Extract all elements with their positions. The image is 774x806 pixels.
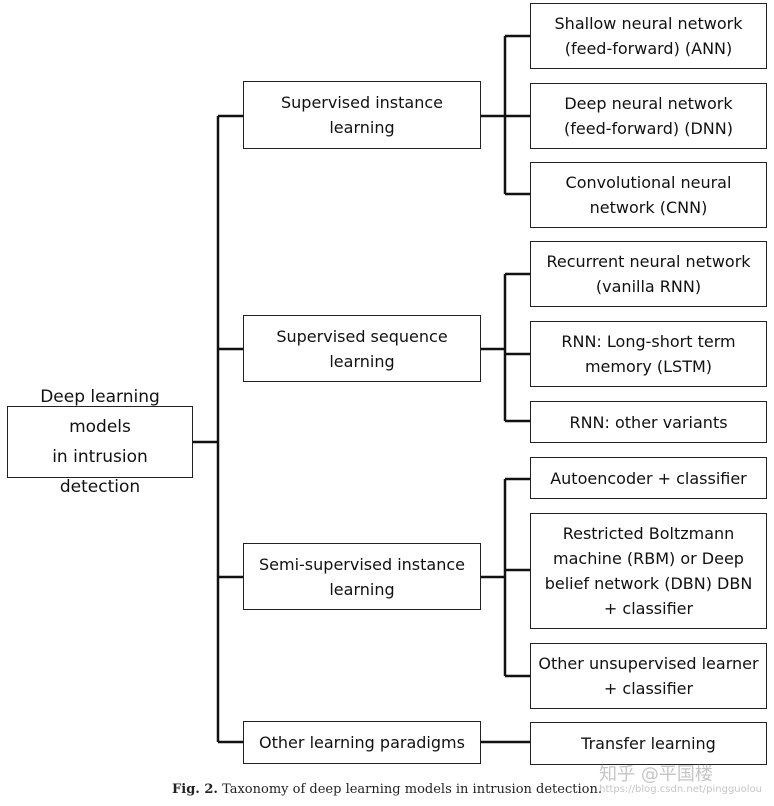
leaf-vanilla-rnn: Recurrent neural network (vanilla RNN) bbox=[530, 241, 767, 307]
leaf-label: + classifier bbox=[603, 679, 694, 698]
leaf-transfer-learning: Transfer learning bbox=[530, 722, 767, 765]
leaf-label: memory (LSTM) bbox=[584, 357, 713, 376]
root-line-1: Deep learning models bbox=[40, 387, 160, 437]
leaf-label: (vanilla RNN) bbox=[595, 277, 702, 296]
leaf-cnn: Convolutional neural network (CNN) bbox=[530, 162, 767, 228]
leaf-label: (feed-forward) (DNN) bbox=[564, 119, 733, 138]
leaf-label: + classifier bbox=[603, 599, 694, 618]
category-label: Supervised sequence bbox=[276, 326, 448, 346]
root-line-2: in intrusion detection bbox=[52, 447, 148, 497]
category-label: learning bbox=[329, 351, 395, 371]
category-other-paradigms: Other learning paradigms bbox=[243, 721, 481, 764]
category-label: learning bbox=[329, 118, 395, 137]
watermark: 知乎 @平国楼 https://blog.csdn.net/pingguolou bbox=[599, 760, 762, 795]
category-label: Supervised instance bbox=[281, 93, 443, 112]
leaf-rnn-variants: RNN: other variants bbox=[530, 401, 767, 443]
leaf-label: Autoencoder + classifier bbox=[550, 468, 747, 488]
watermark-url: https://blog.csdn.net/pingguolou bbox=[599, 784, 762, 795]
caption-text: Taxonomy of deep learning models in intr… bbox=[222, 782, 602, 797]
category-supervised-instance: Supervised instance learning bbox=[243, 81, 481, 149]
leaf-label: network (CNN) bbox=[589, 198, 708, 217]
leaf-ann: Shallow neural network (feed-forward) (A… bbox=[530, 3, 767, 69]
leaf-label: Deep neural network bbox=[564, 94, 733, 113]
leaf-label: belief network (DBN) DBN bbox=[544, 574, 753, 593]
leaf-label: Recurrent neural network bbox=[546, 252, 751, 271]
leaf-rbm-dbn: Restricted Boltzmann machine (RBM) or De… bbox=[530, 513, 767, 629]
leaf-label: Other unsupervised learner bbox=[538, 654, 759, 673]
leaf-autoencoder: Autoencoder + classifier bbox=[530, 457, 767, 499]
category-label: Other learning paradigms bbox=[259, 733, 465, 752]
category-supervised-sequence: Supervised sequence learning bbox=[243, 315, 481, 382]
leaf-label: Shallow neural network bbox=[554, 14, 743, 33]
leaf-label: Convolutional neural bbox=[565, 173, 732, 192]
leaf-label: RNN: Long-short term bbox=[561, 332, 736, 351]
leaf-other-unsupervised: Other unsupervised learner + classifier bbox=[530, 643, 767, 709]
category-label: Semi-supervised instance bbox=[259, 554, 465, 574]
leaf-lstm: RNN: Long-short term memory (LSTM) bbox=[530, 321, 767, 387]
watermark-text: 知乎 @平国楼 bbox=[599, 764, 713, 785]
category-semi-supervised-instance: Semi-supervised instance learning bbox=[243, 543, 481, 610]
leaf-label: (feed-forward) (ANN) bbox=[564, 39, 733, 58]
root-node: Deep learning models in intrusion detect… bbox=[7, 387, 193, 497]
leaf-dnn: Deep neural network (feed-forward) (DNN) bbox=[530, 83, 767, 149]
category-label: learning bbox=[329, 579, 395, 599]
leaf-label: Restricted Boltzmann bbox=[562, 524, 735, 543]
leaf-label: Transfer learning bbox=[581, 734, 716, 753]
caption-label: Fig. 2. bbox=[172, 782, 218, 797]
figure-caption: Fig. 2. Taxonomy of deep learning models… bbox=[0, 782, 774, 797]
leaf-label: RNN: other variants bbox=[569, 412, 728, 432]
leaf-label: machine (RBM) or Deep bbox=[553, 549, 744, 568]
